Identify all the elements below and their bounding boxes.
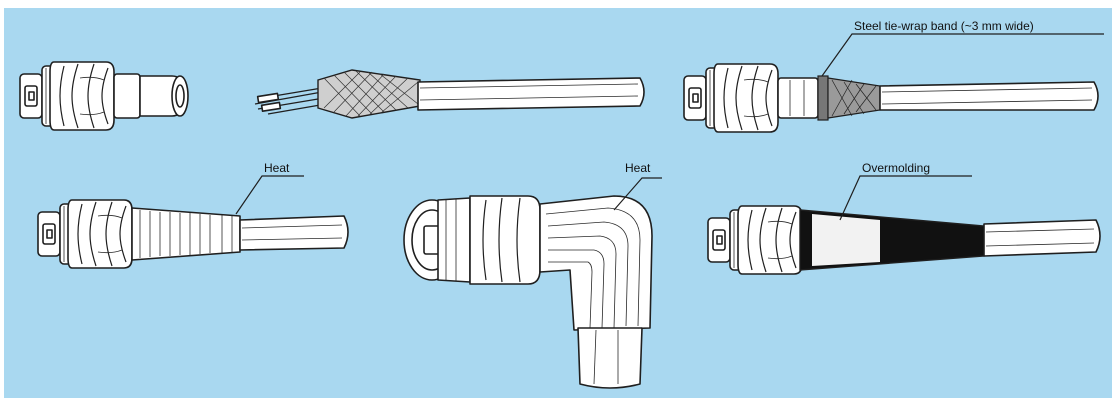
connector-overmolding: [707, 175, 1101, 275]
connector-heat-shrink-straight: [37, 175, 349, 269]
label-heat-straight: Heat: [264, 161, 290, 175]
connector-bare: [19, 61, 189, 131]
label-steel-band: Steel tie-wrap band (~3 mm wide): [854, 19, 1034, 33]
stripped-cable: [254, 69, 645, 119]
label-heat-angled: Heat: [625, 161, 651, 175]
connector-heat-shrink-angled: [403, 177, 662, 389]
connector-with-band: [683, 33, 1104, 133]
label-overmolding: Overmolding: [862, 161, 930, 175]
